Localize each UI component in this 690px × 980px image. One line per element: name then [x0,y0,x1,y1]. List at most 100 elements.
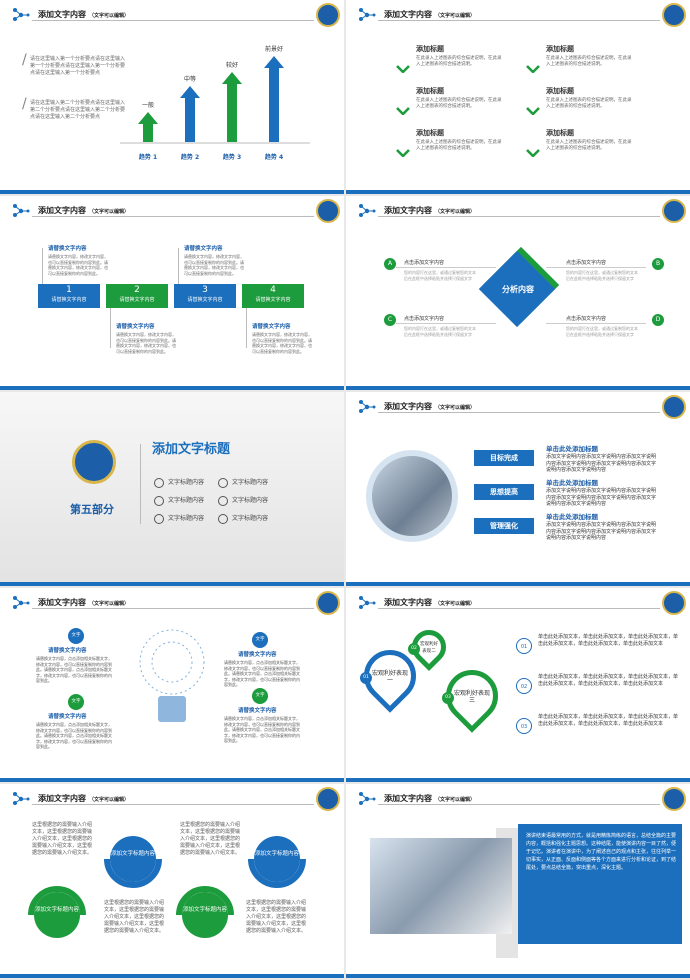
slide-title: 添加文字内容（文字可以编辑） [384,793,475,804]
item-text: 在此录入上述图表的综合描述说明，在此录入上述图表的综合描述说明。 [416,140,502,151]
slide-1[interactable]: 添加文字内容（文字可以编辑）请在这里输入第一个分析要点请在这里输入第一个分析要点… [0,0,344,194]
slide-7[interactable]: 添加文字内容（文字可以编辑）文字请替换文字内容请替换文字内容，点击添加相关标题文… [0,588,344,782]
step-label: 请替换文字内容 [255,297,291,303]
slide-title: 添加文字内容（文字可以编辑） [384,205,475,216]
play-icon [154,514,164,524]
item-title: 添加标题 [546,45,574,53]
pen-icon: / [22,52,27,68]
slide-header: 添加文字内容（文字可以编辑） [0,588,344,618]
connector-line [178,248,179,284]
option-divider [396,323,496,324]
molecule-icon [359,204,376,217]
item-text: 在此录入上述图表的综合描述说明，在此录入上述图表的综合描述说明。 [416,56,502,67]
number-text: 单击此处添加文本，单击此处添加文本，单击此处添加文本，单击此处添加文本，单击此处… [538,714,679,727]
footer-bar [0,386,344,390]
slide-title-sub: （文字可以编辑） [435,601,476,607]
note-text: 请替换文字内容，点击添加相关标题文字，修改文字内容，也可以直接复制你的内容到此。… [36,722,112,749]
slide-2[interactable]: 添加文字内容（文字可以编辑） 添加标题在此录入上述图表的综合描述说明，在此录入上述… [346,0,690,194]
option-divider [396,267,496,268]
tag-button[interactable]: 目标完成 [474,450,534,466]
note-title: 请替换文字内容 [184,246,223,252]
trend-top-label: 前景好 [264,46,283,53]
option-text: 您的内容打在这里，或通过复制您的文本后在此框中选择粘贴并选择只保留文字 [566,270,638,281]
slide-title-sub: （文字可以编辑） [89,209,130,215]
slide-header: 添加文字内容（文字可以编辑） [346,392,690,422]
item-text: 在此录入上述图表的综合描述说明，在此录入上述图表的综合描述说明。 [546,56,632,67]
trend-bottom-label: 趋势 2 [180,154,200,161]
step-number: 2 [134,285,140,295]
slide-title-main: 添加文字内容 [384,598,432,607]
step-label: 请替换文字内容 [187,297,223,303]
slide-title-main: 添加文字内容 [38,794,86,803]
slide-9[interactable]: 添加文字内容（文字可以编辑）这里根据您的需要输入介绍文本，这里根据您的需要输入介… [0,784,344,978]
letter-badge: B [652,258,664,270]
footer-bar [0,974,344,978]
molecule-icon [13,596,30,609]
letter-badge: A [384,258,396,270]
tag-button[interactable]: 管理强化 [474,518,534,534]
header-divider [378,804,660,805]
slide-title-main: 添加文字内容 [384,794,432,803]
item-text: 在此录入上述图表的综合描述说明，在此录入上述图表的综合描述说明。 [416,98,502,109]
molecule-icon [13,204,30,217]
point-1-text: 请在这里输入第一个分析要点请在这里输入第一个分析要点请在这里输入第一个分析要点请… [30,56,126,76]
slide-header: 添加文字内容（文字可以编辑） [346,196,690,226]
slide-10[interactable]: 添加文字内容（文字可以编辑）演讲结束语最常用的方式，就是用精炼简练的语言，总结全… [346,784,690,978]
emblem-large [72,440,116,484]
step-block[interactable]: 4 请替换文字内容 [242,284,304,308]
number-badge: 02 [516,678,532,694]
note-title: 请替换文字内容 [238,708,277,714]
slide-title-sub: （文字可以编辑） [435,797,476,803]
slide-6[interactable]: 添加文字内容（文字可以编辑）目标完成单击此处添加标题添加文字说明内容添加文字说明… [346,392,690,586]
chevron-down-icon [526,100,540,116]
tag-heading: 单击此处添加标题 [546,445,598,453]
item-title: 添加标题 [416,45,444,53]
header-divider [378,608,660,609]
section-item: 文字标题内容 [232,515,269,522]
section-number: 第五部分 [70,503,114,516]
trend-top-label: 较好 [225,62,238,69]
item-text: 在此录入上述图表的综合描述说明，在此录入上述图表的综合描述说明。 [546,98,632,109]
footer-bar [0,190,344,194]
footer-bar [346,582,690,586]
slide-header: 添加文字内容（文字可以编辑） [346,588,690,618]
chevron-down-icon [526,142,540,158]
emblem-logo [316,199,340,223]
footer-bar [346,386,690,390]
emblem-logo [316,787,340,811]
section-item: 文字标题内容 [168,479,205,486]
letter-badge: C [384,314,396,326]
trend-bottom-label: 趋势 1 [138,154,158,161]
step-number: 4 [270,285,276,295]
molecule-icon [359,400,376,413]
pin-label: 宏观利好表现二 [420,642,438,654]
option-label: 点击添加文字内容 [404,260,445,266]
chevron-down-icon [526,58,540,74]
slide-5[interactable]: 第五部分添加文字标题文字标题内容文字标题内容文字标题内容文字标题内容文字标题内容… [0,392,344,586]
point-2-text: 请在这里输入第二个分析要点请在这里输入第二个分析要点请在这里输入第二个分析要点请… [30,100,126,120]
emblem-logo [316,591,340,615]
slide-header: 添加文字内容（文字可以编辑） [346,0,690,30]
pen-icon: / [22,96,27,112]
trend-top-label: 中等 [183,76,196,83]
tag-button[interactable]: 思想提高 [474,484,534,500]
note-title: 请替换文字内容 [238,652,277,658]
note-text: 请替换文字内容，修改文字内容，也可以直接复制你的内容到此。请替换文字内容，修改文… [184,254,244,276]
slide-title-main: 添加文字内容 [38,206,86,215]
chevron-down-icon [396,58,410,74]
trend-bottom-label: 趋势 3 [222,154,242,161]
note-title: 请替换文字内容 [116,324,155,330]
option-label: 点击添加文字内容 [566,316,607,322]
slide-title-sub: （文字可以编辑） [89,13,130,19]
slide-header: 添加文字内容（文字可以编辑） [0,196,344,226]
trend-arrow [180,86,200,142]
emblem-logo [662,199,686,223]
intro-text: 这里根据您的需要输入介绍文本，这里根据您的需要输入介绍文本，这里根据您的需要输入… [246,900,307,934]
trend-arrow [264,56,284,142]
